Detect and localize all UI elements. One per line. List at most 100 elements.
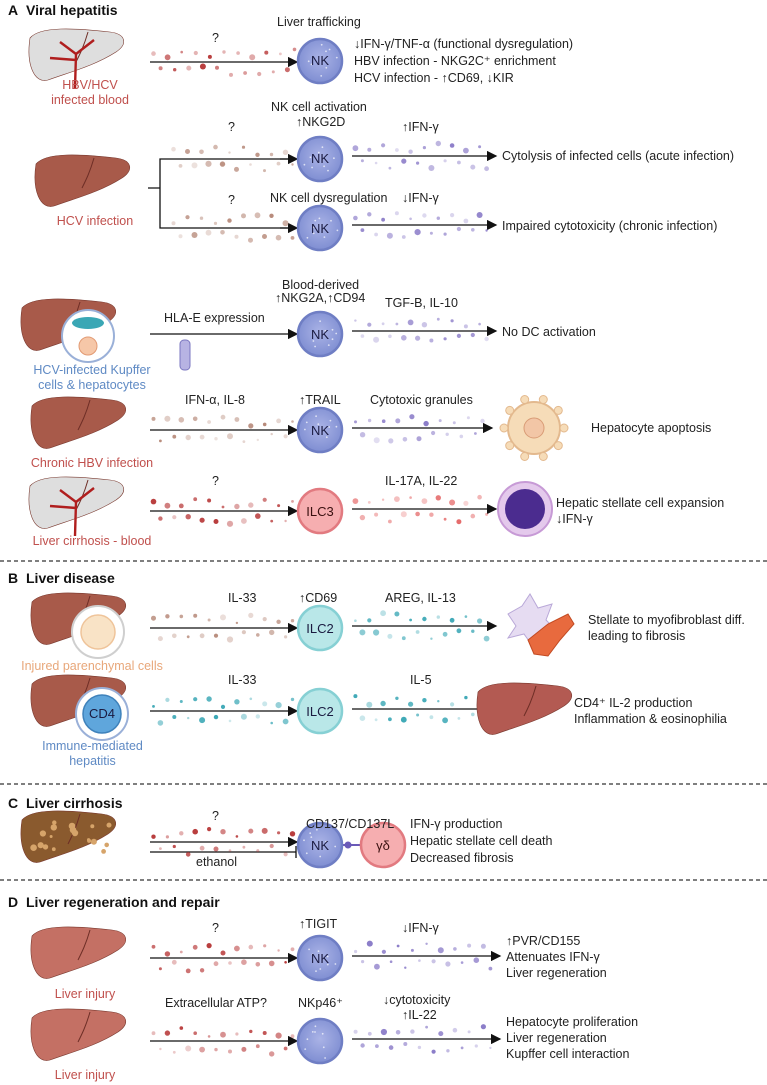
cell-granule <box>304 428 306 431</box>
molecule-dot <box>277 949 280 952</box>
molecule-dot <box>453 947 457 951</box>
molecule-dot <box>276 619 281 624</box>
blood-vessel <box>49 487 95 537</box>
cell-granule <box>310 63 313 66</box>
cell-label-nk: NK <box>310 951 330 966</box>
molecule-dot <box>220 1031 226 1038</box>
molecule-dot <box>484 166 489 172</box>
molecule-dot <box>381 143 386 148</box>
molecule-dot <box>284 67 290 73</box>
molecule-dot <box>282 220 289 227</box>
inhibition-line <box>150 846 297 858</box>
molecule-dot <box>387 633 393 639</box>
cirrhosis-nodule <box>51 847 56 852</box>
molecule-dot <box>214 1047 218 1052</box>
molecule-dot <box>213 144 218 150</box>
liver-icon <box>34 154 130 207</box>
molecule-dot <box>476 212 483 218</box>
molecule-dot <box>452 1027 458 1033</box>
molecule-dot <box>395 418 401 424</box>
molecule-dot <box>422 213 427 218</box>
molecule-dot <box>234 417 240 422</box>
molecule-dot <box>381 217 385 222</box>
molecule-dot <box>452 421 456 425</box>
molecule-dot <box>408 149 413 154</box>
molecule-dot <box>373 629 380 636</box>
molecule-dot <box>418 959 421 962</box>
outcome-no-dc: No DC activation <box>502 325 596 339</box>
molecule-dot <box>236 51 240 55</box>
molecule-dot <box>374 963 380 970</box>
molecule-dot <box>242 845 246 849</box>
cirrhotic-liver-icon <box>20 810 116 863</box>
molecule-dot <box>459 434 464 439</box>
molecule-dot <box>445 432 449 436</box>
molecule-dot <box>463 500 469 506</box>
molecule-dot <box>416 161 420 165</box>
molecule-dot <box>193 697 198 702</box>
molecule-dot <box>388 717 392 722</box>
label-cytotoxicity: ↓cytotoxicity <box>383 993 451 1007</box>
molecule-dot <box>248 612 254 619</box>
molecule-dot <box>421 498 428 504</box>
molecule-dot <box>240 713 247 720</box>
molecule-dot <box>186 65 192 71</box>
molecule-dot <box>151 834 156 839</box>
molecule-dot <box>241 959 247 965</box>
cell-granule <box>329 419 332 422</box>
cirrhosis-nodule <box>90 824 95 829</box>
molecule-dot <box>213 846 219 852</box>
molecule-dot <box>381 419 386 424</box>
liver-fissure <box>77 1011 91 1043</box>
molecule-dot <box>470 332 475 338</box>
molecule-dot <box>172 434 177 439</box>
cell-granule <box>328 426 331 428</box>
molecule-dot <box>388 334 392 339</box>
molecule-dot <box>171 146 176 152</box>
cell-granule <box>327 169 329 172</box>
cell-granule <box>323 236 326 239</box>
ligand-dot <box>344 841 352 849</box>
section-title-c: Liver cirrhosis <box>26 795 123 811</box>
molecule-dot <box>464 695 468 700</box>
molecule-dot <box>394 611 400 617</box>
molecule-dot <box>409 414 415 420</box>
molecule-dot <box>178 417 185 423</box>
cell-granule <box>306 236 309 239</box>
cell-granule <box>322 1046 325 1049</box>
molecule-dot <box>234 166 239 172</box>
label-il17-il22: IL-17A, IL-22 <box>385 474 458 488</box>
molecule-dot <box>471 629 475 633</box>
outcome-apoptosis: Hepatocyte apoptosis <box>591 421 712 435</box>
molecule-dot <box>235 621 239 625</box>
molecule-dot <box>360 228 365 233</box>
cell-granule <box>325 50 327 53</box>
molecule-dot <box>241 1046 247 1052</box>
molecule-dot <box>192 944 198 950</box>
molecule-dot <box>165 835 169 839</box>
molecule-dot <box>277 504 281 508</box>
molecule-dot <box>449 143 455 148</box>
molecule-dot <box>429 338 434 343</box>
cell-granule <box>309 156 312 159</box>
molecule-dot <box>199 845 205 851</box>
cell-granule <box>315 415 317 418</box>
molecule-dot <box>445 961 451 967</box>
molecule-dot <box>443 232 447 236</box>
cirrhosis-nodule <box>101 849 106 854</box>
molecule-dot <box>410 948 414 952</box>
molecule-dot <box>276 418 281 424</box>
molecule-dot <box>165 614 170 619</box>
outcome-line: Hepatocyte proliferation <box>506 1015 639 1029</box>
molecule-dot <box>422 698 427 703</box>
caption-d2: Liver injury <box>54 1068 116 1082</box>
molecule-dot <box>290 947 295 952</box>
label-tigit: ↑TIGIT <box>299 917 338 931</box>
molecule-dot <box>401 335 407 341</box>
molecule-dot <box>221 505 225 509</box>
molecule-dot <box>360 334 365 338</box>
molecule-dot <box>171 959 177 965</box>
molecule-dot <box>159 1047 162 1051</box>
molecule-dot <box>422 616 427 622</box>
molecule-dot <box>429 512 434 517</box>
